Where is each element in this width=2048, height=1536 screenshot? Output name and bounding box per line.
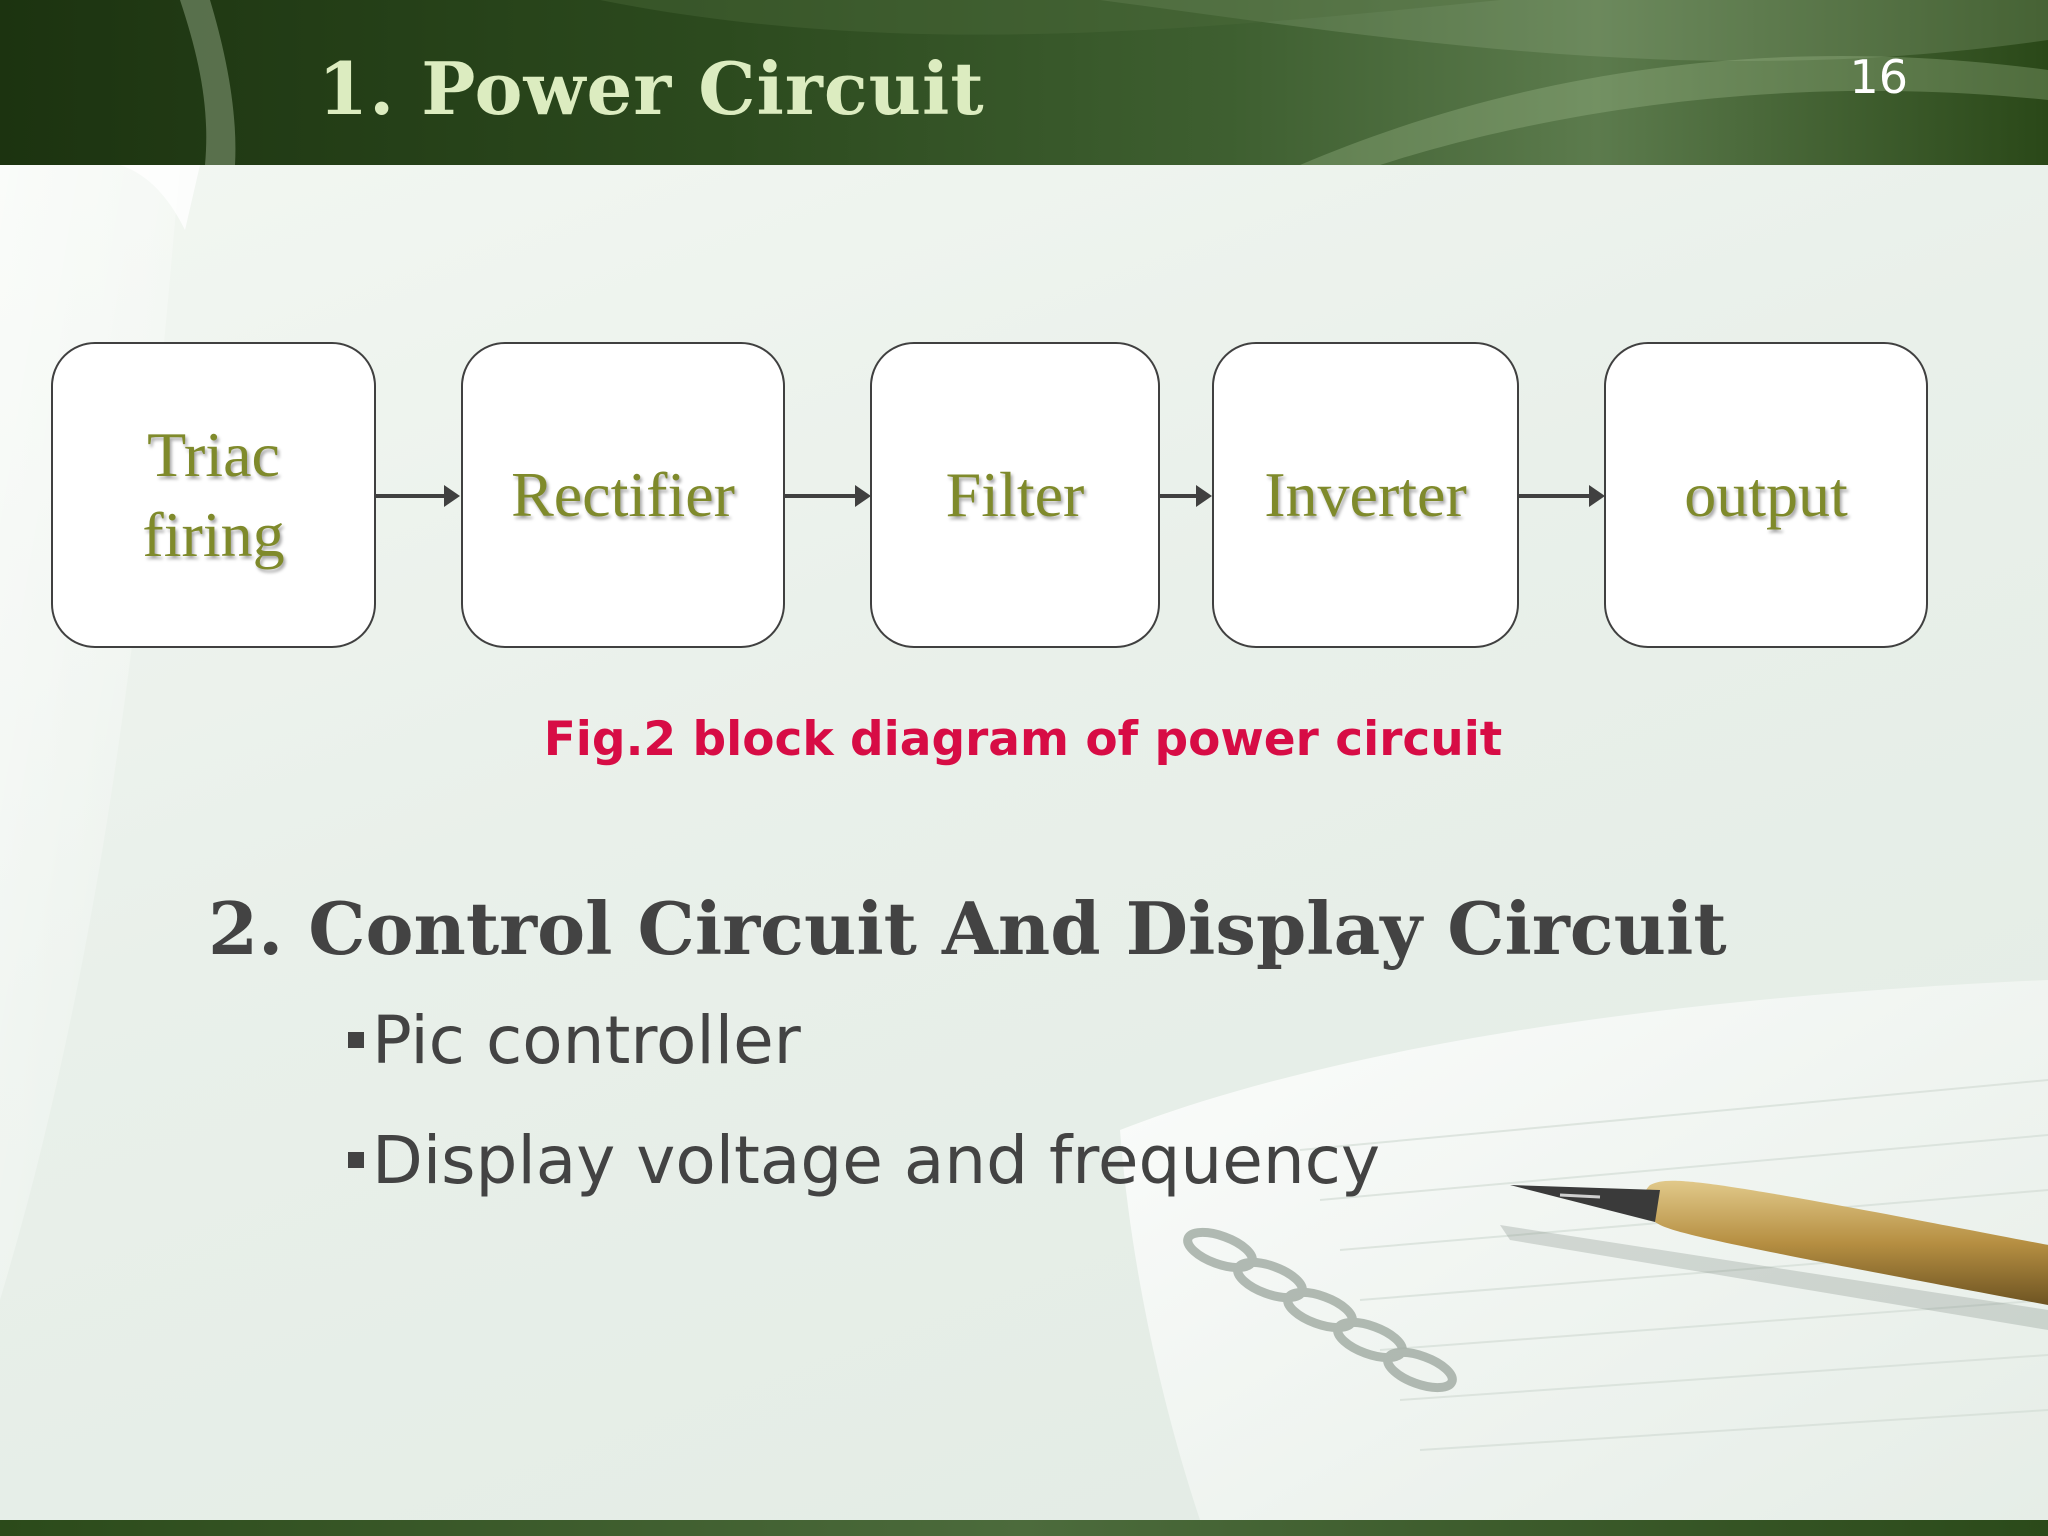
header-swoosh-decoration xyxy=(180,0,2048,165)
block-label: Rectifier xyxy=(511,459,735,530)
block-rectifier: Rectifier xyxy=(461,342,785,648)
arrow-rectifier-to-filter xyxy=(785,485,871,507)
figure-caption: Fig.2 block diagram of power circuit xyxy=(0,712,2048,767)
arrow-filter-to-inverter xyxy=(1160,485,1212,507)
bullet-text: Display voltage and frequency xyxy=(372,1121,1381,1199)
bullet-text: Pic controller xyxy=(372,1001,801,1079)
block-label: output xyxy=(1684,459,1848,530)
arrow-inverter-to-output xyxy=(1519,485,1605,507)
block-triac-firing: Triac firing xyxy=(51,342,376,648)
block-output: output xyxy=(1604,342,1928,648)
block-filter: Filter xyxy=(870,342,1160,648)
slide-number: 16 xyxy=(1849,50,1908,104)
block-label: Triac firing xyxy=(142,419,285,570)
figure-caption-text: Fig.2 block diagram of power circuit xyxy=(543,712,1503,767)
slide-header-bar: 1. Power Circuit 16 xyxy=(0,0,2048,165)
list-item: Display voltage and frequency xyxy=(348,1120,1380,1200)
slide-title: 1. Power Circuit xyxy=(318,46,985,131)
section-heading-control-display: 2. Control Circuit And Display Circuit xyxy=(208,886,1727,971)
block-inverter: Inverter xyxy=(1212,342,1519,648)
block-label: Inverter xyxy=(1264,459,1467,530)
block-label: Filter xyxy=(945,459,1085,530)
bullet-list: Pic controller Display voltage and frequ… xyxy=(348,1000,1380,1240)
list-item: Pic controller xyxy=(348,1000,1380,1080)
arrow-triac-to-rectifier xyxy=(376,485,460,507)
square-bullet-icon xyxy=(348,1032,364,1048)
square-bullet-icon xyxy=(348,1152,364,1168)
slide-bottom-bar xyxy=(0,1520,2048,1536)
